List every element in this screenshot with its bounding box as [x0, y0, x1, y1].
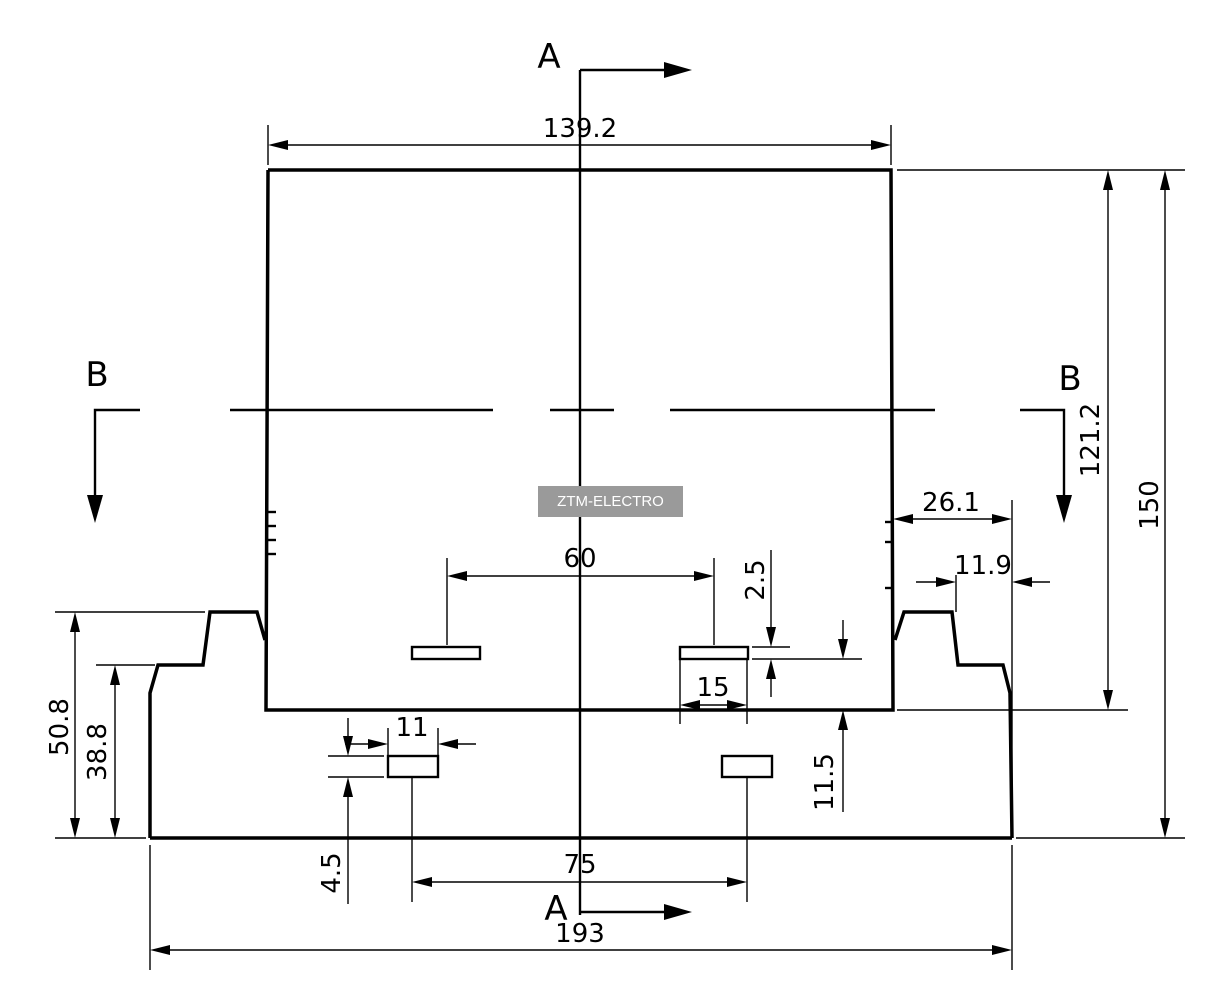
dim-slot-spacing-bottom — [411, 778, 748, 902]
dim-terminal-offset — [328, 718, 384, 904]
label-terminal-offset: 4.5 — [317, 852, 347, 893]
label-rail-step: 11.9 — [954, 551, 1012, 581]
edge-ticks — [268, 510, 893, 590]
slot-right — [678, 645, 750, 661]
slot-left — [410, 645, 482, 661]
dim-total-height — [1016, 170, 1185, 839]
section-label-a-top: A — [537, 37, 560, 77]
label-slot-spacing-bottom: 75 — [563, 850, 596, 880]
dim-flange-height — [55, 611, 205, 839]
dim-terminal-width — [345, 728, 476, 756]
dim-body-height — [897, 169, 1185, 711]
label-body-height: 121.2 — [1076, 403, 1106, 477]
label-flange-height: 50.8 — [45, 698, 75, 756]
watermark-badge: ZTM-ELECTRO — [538, 486, 683, 517]
terminal-right — [720, 754, 774, 779]
dim-step-height — [96, 664, 155, 838]
section-label-b-left: B — [85, 355, 108, 395]
dim-bottom-width — [149, 845, 1013, 970]
dim-slot-offset — [838, 620, 848, 812]
dim-right-offset — [893, 500, 1013, 838]
dim-slot-length — [679, 660, 748, 724]
label-total-height: 150 — [1135, 480, 1165, 530]
label-slot-spacing-top: 60 — [563, 544, 596, 574]
label-slot-length: 15 — [696, 673, 729, 703]
dim-top-width — [267, 125, 892, 165]
label-slot-thickness: 2.5 — [741, 559, 771, 600]
dim-slot-spacing-top — [446, 558, 715, 645]
dim-slot-thickness — [752, 550, 862, 697]
section-label-a-bottom: A — [544, 889, 567, 929]
label-step-height: 38.8 — [83, 723, 113, 781]
slots — [410, 645, 750, 661]
label-terminal-width: 11 — [395, 713, 428, 743]
section-line-b — [87, 408, 1072, 523]
dim-rail-step — [916, 575, 1050, 612]
section-label-b-right: B — [1058, 359, 1081, 399]
label-top-width: 139.2 — [543, 114, 617, 144]
label-slot-offset: 11.5 — [810, 753, 840, 811]
terminals — [386, 754, 774, 779]
upper-body-outline — [264, 168, 895, 712]
label-bottom-width: 193 — [555, 919, 605, 949]
label-right-offset: 26.1 — [922, 488, 980, 518]
terminal-left — [386, 754, 440, 779]
